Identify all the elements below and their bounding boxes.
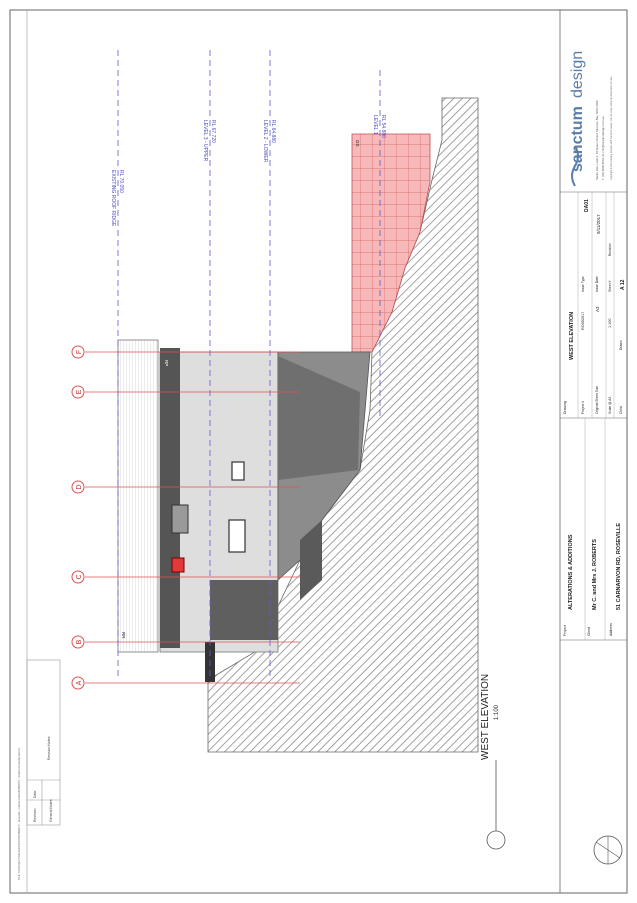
door-red [171, 557, 185, 573]
brand-copyright: Copyright in this drawing remains with s… [610, 76, 613, 180]
view-marker [486, 830, 506, 850]
revision-table: Revision Date Revision Notes General Not… [26, 659, 61, 826]
address-label: Address [609, 623, 613, 636]
brand-contact: T: (02) 9969 9044 | E: info@sanctumdesig… [601, 116, 605, 180]
grid-bubble-e [71, 385, 85, 399]
title-block [559, 9, 628, 894]
tag-roof: RR [121, 632, 126, 639]
revision-label: Revision [608, 243, 612, 256]
level-rl-roof: RL 70.050 [118, 170, 124, 193]
project-no-label: Project # [581, 401, 585, 414]
recess-shadow-2 [300, 520, 322, 600]
sheet-size: A3 [595, 306, 600, 312]
grid-bubble-b [71, 635, 85, 649]
grid-label-b: B [76, 639, 83, 644]
level-lines [117, 50, 381, 680]
window-lower [228, 519, 246, 553]
revision-col-label: Revision [33, 809, 37, 822]
scale-value: 1:100 [608, 318, 612, 328]
grid-bubble-c [71, 570, 85, 584]
drawing-info: Drawing WEST ELEVATION Project # RO09201… [563, 199, 626, 414]
level-name-roof: EXISTING ROOF RIDGE [110, 170, 116, 227]
file-path: FILE: S:\PROJECTS\ALTERATIONS\ROBERTS - … [17, 747, 21, 880]
view-title: WEST ELEVATION [480, 674, 491, 760]
brand-address: Studio Five, Level 1, 81 Queen Street, M… [595, 100, 599, 180]
level-name-1: LEVEL 1 [372, 115, 378, 135]
client-name: Mr C. and Mrs J. ROBERTS [592, 539, 598, 610]
issue-type: DA01 [584, 199, 590, 212]
address-value: 51 CARNARVON RD, ROSEVILLE [616, 523, 622, 610]
drawn-label: Drawn [619, 340, 623, 350]
drawing-name: WEST ELEVATION [569, 312, 575, 360]
roof [117, 339, 159, 653]
grid-bubble-f [71, 345, 85, 359]
issue-date-label: Issue Date [595, 276, 599, 292]
recess-shadow [278, 356, 360, 480]
fascia-band [160, 348, 180, 648]
level-name-2: LEVEL 2 - LOWER [262, 120, 268, 163]
view-scale: 1:100 [494, 704, 500, 720]
project-label: Project [563, 625, 567, 636]
drawing-label: Drawing [563, 401, 567, 414]
window-upper [231, 461, 245, 481]
level-rl-3: RL 67.720 [210, 120, 216, 143]
project-no: RO092017 [581, 312, 585, 330]
level-rl-2: RL 64.880 [270, 120, 276, 143]
grid-lines [85, 351, 300, 684]
north-arrow-icon [595, 836, 621, 864]
tag-upper: GS [355, 140, 360, 147]
sheet-size-label: Original Sheet Size [595, 386, 599, 414]
level-rl-1: RL 54.880 [380, 115, 386, 138]
brand-name-bold: sanctum [569, 106, 586, 172]
project-name: ALTERATIONS & ADDITIONS [568, 534, 574, 610]
client-label: Client [587, 627, 591, 636]
tag-wall: RP [164, 360, 169, 366]
sheet-no-label: Sheet # [608, 280, 612, 292]
brand-name-light: design [569, 51, 586, 98]
issue-type-label: Issue Type [581, 276, 585, 292]
grid-bubble-a [71, 676, 85, 690]
scale-label: Scale @ A3 [608, 397, 612, 414]
grid-bubbles: F E D C B A [71, 345, 85, 690]
revision-notes-label: Revision Notes [47, 736, 51, 760]
grid-label-c: C [76, 574, 83, 579]
general-notes-label: General Notes [49, 799, 53, 822]
checked-label: Chkd [619, 406, 623, 414]
lower-wall-dark [210, 580, 278, 640]
project-info: Project ALTERATIONS & ADDITIONS Client M… [563, 523, 622, 636]
issue-date: 9/11/2017 [596, 214, 601, 234]
grid-bubble-d [71, 480, 85, 494]
date-col-label: Date [33, 791, 37, 798]
brand-block: sanctum design Studio Five, Level 1, 81 … [569, 51, 613, 187]
grid-label-f: F [76, 350, 83, 354]
grid-label-a: A [76, 680, 83, 685]
level-labels: EXISTING ROOF RIDGE RL 70.050 LEVEL 3 - … [110, 115, 386, 227]
level-name-3: LEVEL 3 - UPPER [202, 120, 208, 162]
window-dark [171, 504, 189, 534]
sheet-no: A 12 [620, 279, 626, 290]
grid-label-e: E [76, 389, 83, 394]
brand-logo-icon [571, 145, 579, 187]
grid-label-d: D [76, 484, 83, 489]
